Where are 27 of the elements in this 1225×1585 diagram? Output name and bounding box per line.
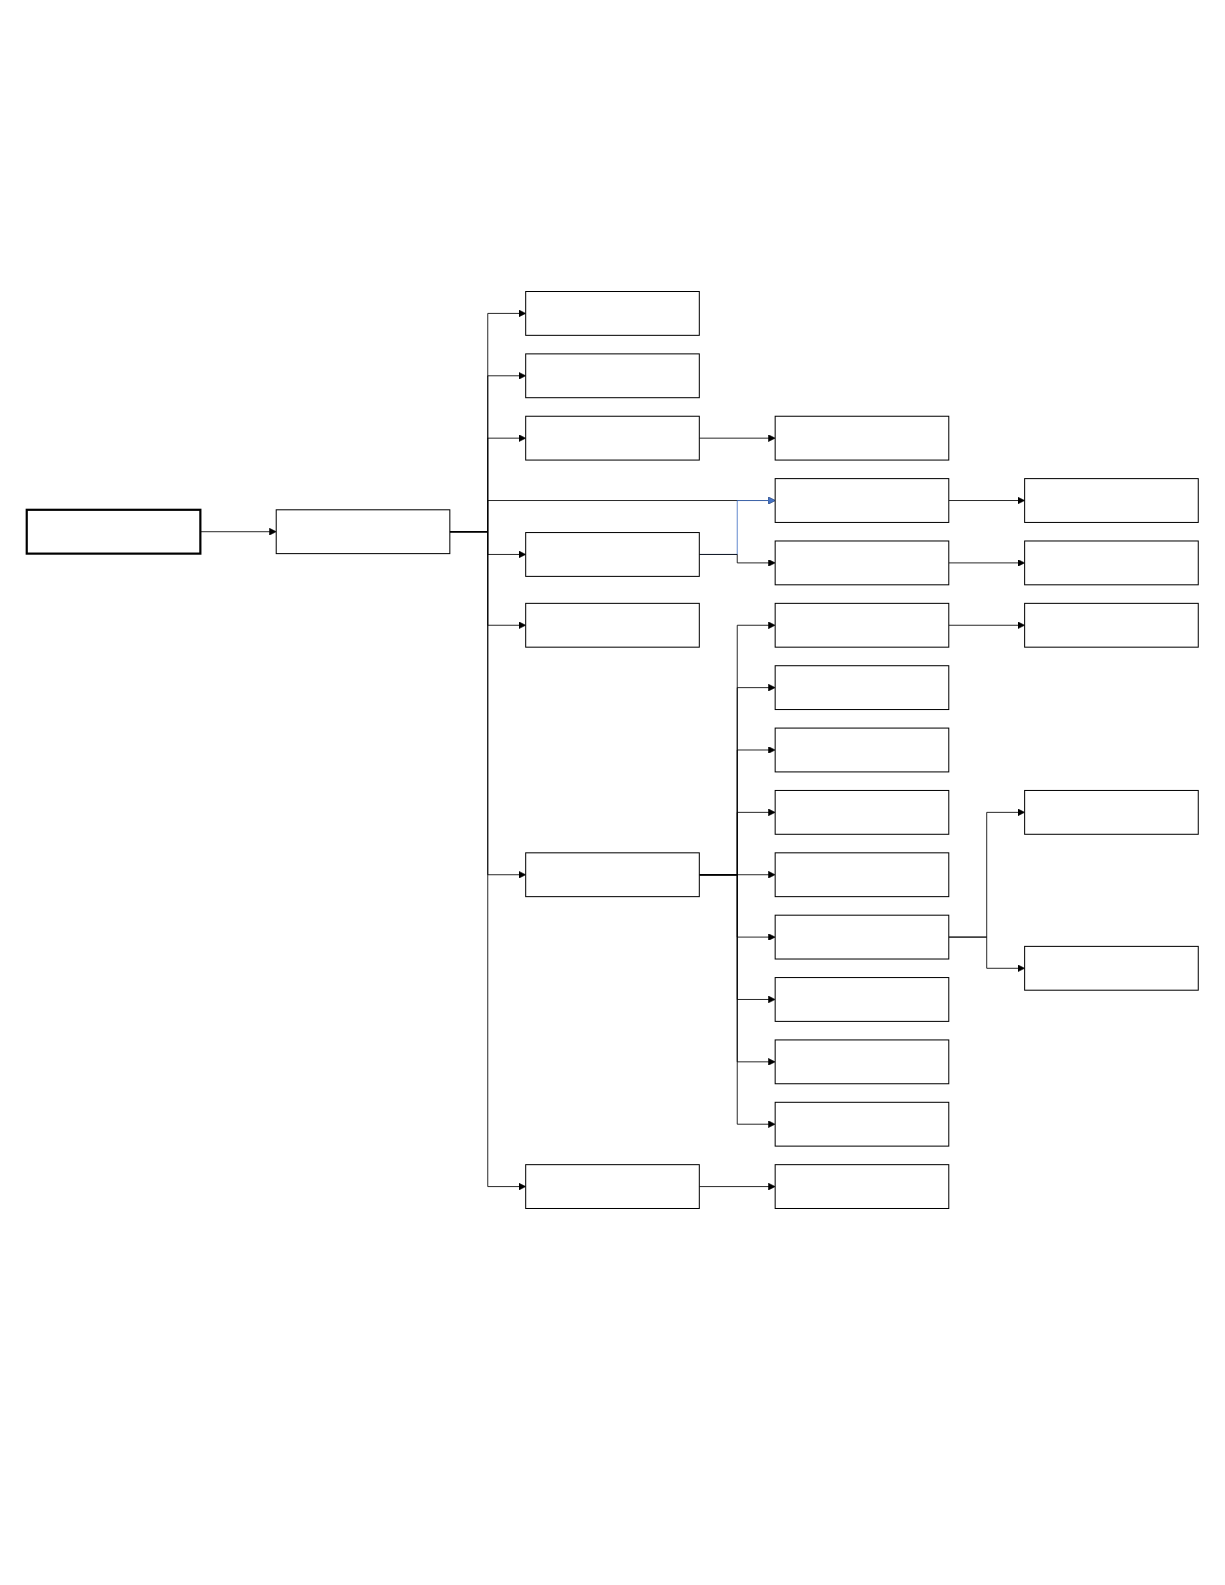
node-box xyxy=(774,977,950,1022)
node-box xyxy=(774,415,950,461)
node-box xyxy=(1024,602,1199,648)
node-box xyxy=(774,789,950,835)
node-box xyxy=(525,353,700,399)
node-box xyxy=(774,602,950,648)
node-box xyxy=(1024,478,1199,523)
node-box xyxy=(1024,789,1199,835)
node-box xyxy=(774,540,950,586)
node-box xyxy=(525,1164,700,1209)
node-box xyxy=(774,478,950,523)
node-box xyxy=(525,415,700,461)
node-box xyxy=(25,508,202,555)
node-box xyxy=(774,665,950,711)
node-box xyxy=(525,532,700,577)
node-box xyxy=(275,509,451,555)
node-box xyxy=(774,1101,950,1147)
node-box xyxy=(525,602,700,648)
node-box xyxy=(774,1039,950,1085)
node-box xyxy=(774,727,950,773)
node-box xyxy=(774,852,950,898)
node-box xyxy=(774,914,950,960)
node-box xyxy=(774,1164,950,1209)
node-box xyxy=(1024,945,1199,991)
node-box xyxy=(525,852,700,898)
node-box xyxy=(525,291,700,336)
node-box xyxy=(1024,540,1199,586)
